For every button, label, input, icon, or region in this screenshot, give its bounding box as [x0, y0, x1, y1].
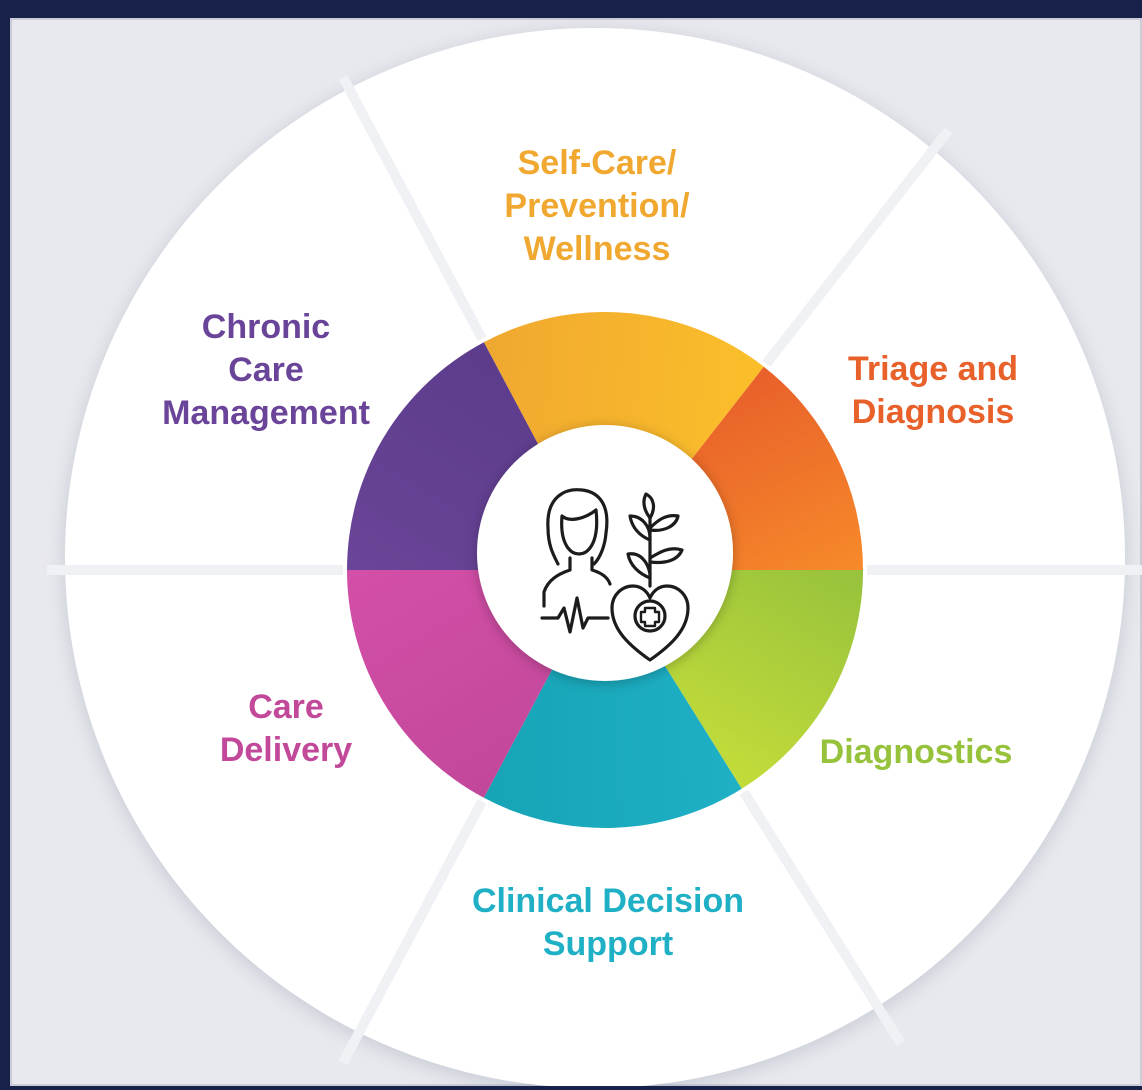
label-line: Diagnosis [851, 393, 1015, 431]
label-line: Self-Care/ [517, 144, 677, 182]
diagram-frame: Self-Care/ Prevention/ Wellness Triage a… [10, 18, 1142, 1086]
segment-clinical [483, 663, 742, 828]
separator-ray [338, 74, 487, 342]
center-disc [477, 425, 733, 681]
separator-ray [762, 127, 953, 367]
separator-ray [739, 789, 905, 1046]
label-line: Management [162, 394, 370, 432]
label-chronic-care-management: Chronic Care Management [162, 306, 370, 435]
segment-diagnostics [663, 570, 863, 789]
separator-ray [338, 798, 487, 1066]
label-diagnostics: Diagnostics [820, 731, 1013, 774]
label-line: Wellness [523, 230, 671, 268]
label-line: Delivery [219, 731, 353, 769]
label-line: Prevention/ [504, 187, 690, 225]
label-line: Clinical Decision [471, 882, 745, 920]
label-line: Diagnostics [819, 733, 1013, 771]
label-line: Chronic [201, 308, 331, 346]
label-clinical-decision-support: Clinical Decision Support [472, 880, 744, 966]
label-self-care-prevention-wellness: Self-Care/ Prevention/ Wellness [504, 142, 689, 271]
separator-rays [47, 74, 1142, 1066]
care-wheel-diagram [47, 28, 1142, 1086]
label-line: Support [542, 925, 674, 963]
label-triage-and-diagnosis: Triage and Diagnosis [848, 348, 1018, 434]
label-care-delivery: Care Delivery [220, 686, 352, 772]
label-line: Care [248, 688, 324, 726]
person-heart-plant-icon [540, 488, 690, 662]
label-line: Care [228, 351, 304, 389]
label-line: Triage and [847, 350, 1019, 388]
